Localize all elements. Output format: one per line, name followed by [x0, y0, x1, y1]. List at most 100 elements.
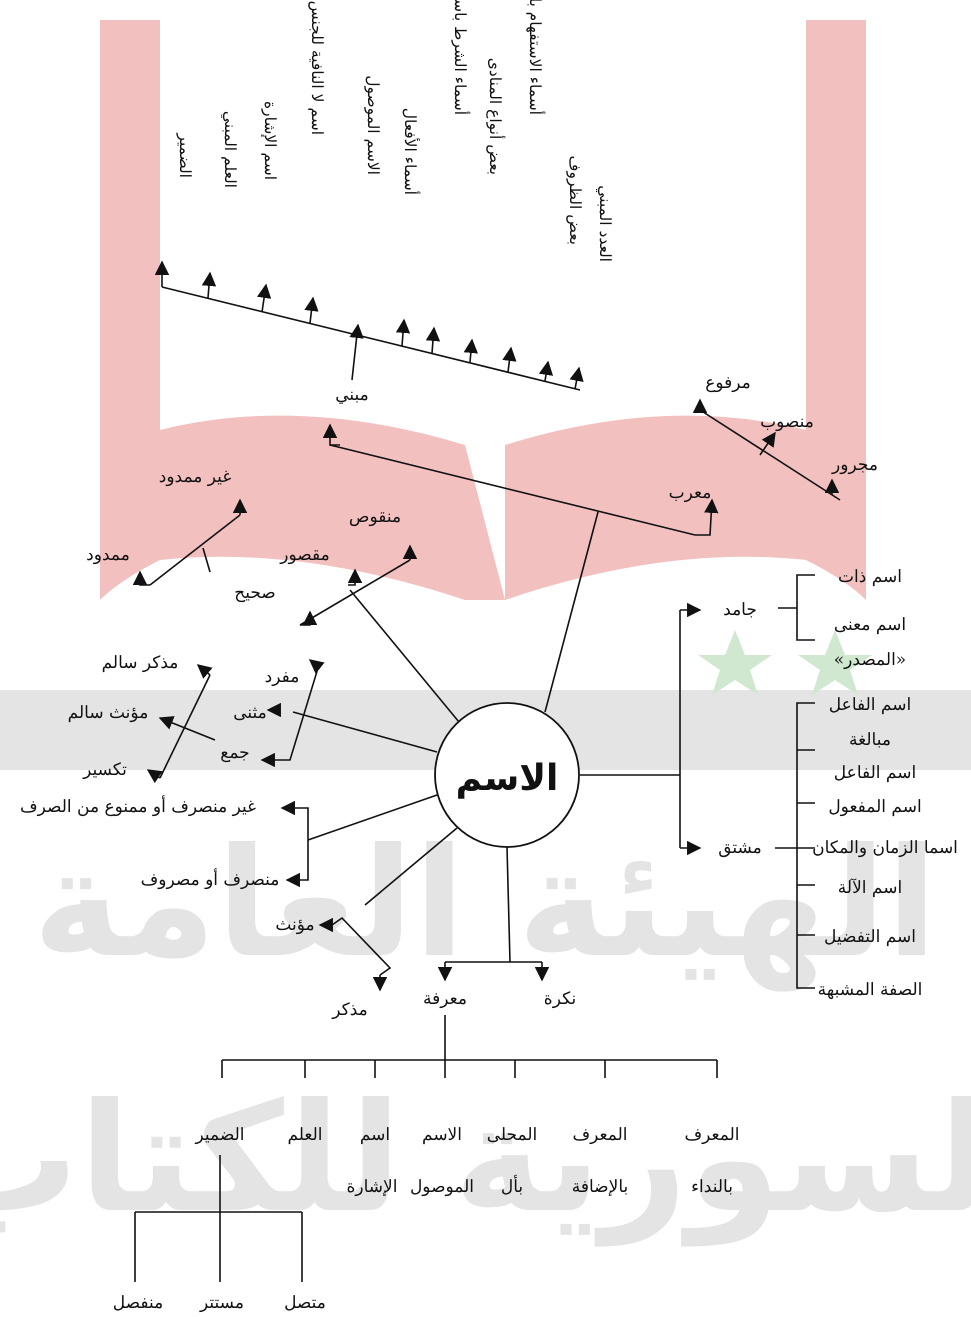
jam-type: مؤنث سالم: [68, 703, 149, 723]
jam-type: مذكر سالم: [102, 653, 179, 673]
connector-line: [364, 827, 458, 906]
connector-line: [146, 769, 163, 784]
marifa-type: المعرف: [573, 1125, 628, 1145]
mushtaq-item: اسم المفعول: [828, 797, 921, 817]
mabni-item: أسماء الشرط باستثناء «أي»: [451, 0, 471, 115]
marifa-type: المحلى: [487, 1125, 538, 1145]
mabni-item: بعض الظروف: [566, 155, 584, 245]
marifa-type: المعرف: [685, 1125, 740, 1145]
connector-line: [463, 338, 478, 363]
pronoun-type: مستتر: [199, 1293, 244, 1313]
marifa-type: بالنداء: [691, 1177, 733, 1197]
muarab-label: معرب: [669, 483, 712, 503]
connector-line: [292, 711, 438, 753]
watermark-text-1: الهيئة العامة: [33, 817, 938, 992]
connector-line: [759, 431, 776, 456]
connector-line: [506, 846, 511, 963]
connector-polyline: [159, 674, 211, 779]
connector-path: [505, 20, 866, 600]
connector-line: [329, 444, 696, 536]
munsarif-label: منصرف أو مصروف: [141, 868, 280, 890]
mudhakkar-label: مذكر: [331, 1000, 368, 1020]
nakira-label: نكرة: [544, 989, 576, 1009]
mabni-item: العلم المبني: [221, 111, 239, 188]
connector-line: [158, 716, 216, 741]
mabni-item: أسماء الأفعال: [401, 108, 421, 195]
connector-line: [425, 326, 441, 354]
pronoun-type: متصل: [284, 1293, 326, 1313]
connector-polyline: [132, 570, 150, 586]
connector-line: [308, 659, 325, 674]
watermark-text-2: السورية للكتاب: [0, 1072, 971, 1247]
connector-line: [544, 511, 599, 713]
connector-line: [201, 271, 217, 299]
mabni-items: الضمير العلم المبني اسم الإشارة اسم لا ا…: [176, 0, 614, 262]
connector-line: [502, 346, 517, 373]
mabni-item: اسم لا النافية للجنس في بعض الأحوال: [308, 0, 327, 135]
marifa-type: الموصول: [410, 1177, 474, 1197]
watermark-star: [698, 630, 772, 695]
jamid-item: اسم معنى: [834, 615, 906, 635]
watermark: الهيئة العامة السورية للكتاب: [0, 20, 971, 1247]
connector-line: [699, 409, 841, 501]
mushtaq-item: مبالغة: [849, 730, 891, 750]
sahih-item: منقوص: [349, 507, 401, 527]
connector-polyline: [796, 574, 815, 641]
mushtaq-item: اسم الفاعل: [834, 763, 916, 783]
ghayr-mamdud-label: غير ممدود: [159, 467, 232, 487]
connector-line: [256, 283, 272, 313]
jamid-item: «المصدر»: [834, 650, 906, 670]
connector-line: [307, 794, 438, 841]
mushtaq-item: اسم الفاعل: [829, 695, 911, 715]
connector-polygon: [798, 630, 872, 695]
ghayr-munsarif-label: غير منصرف أو ممنوع من الصرف: [20, 795, 256, 817]
connector-line: [569, 366, 584, 390]
mabni-item: الضمير: [176, 132, 194, 178]
center-title: الاسم: [456, 758, 559, 799]
connector-line: [196, 664, 213, 679]
jamid-item: اسم ذات: [838, 567, 902, 587]
marifa-type: الإشارة: [347, 1177, 398, 1197]
connector-line: [538, 360, 554, 382]
connector-polyline: [695, 498, 719, 536]
mabni-item: أسماء الاستفهام باستثناء «أي»: [526, 0, 546, 115]
mabni-item: العدد المبني: [596, 185, 614, 262]
connector-polyline: [322, 423, 340, 446]
mushtaq-item: اسما الزمان والمكان: [812, 838, 958, 858]
marifa-type: بالإضافة: [572, 1177, 628, 1197]
connector-line: [161, 286, 581, 391]
muthanna-label: مثنى: [233, 703, 267, 723]
connector-line: [395, 318, 411, 347]
connector-polyline: [796, 702, 815, 989]
marifa-label: معرفة: [423, 989, 467, 1009]
mabni-item: الاسم الموصول: [364, 75, 382, 175]
mushtaq-item: الصفة المشبهة: [818, 980, 923, 1000]
jam-type: تكسير: [82, 760, 127, 780]
pronoun-type: منفصل: [113, 1293, 163, 1313]
mushtaq-label: مشتق: [718, 838, 762, 858]
marifa-type: بأل: [501, 1174, 523, 1197]
connector-polyline: [331, 916, 392, 976]
mabni-label: مبني: [335, 385, 369, 405]
sahih-label: صحيح: [234, 583, 276, 603]
muarab-item: منصوب: [760, 412, 814, 432]
connector-line: [149, 514, 241, 586]
mushtaq-item: اسم الآلة: [838, 878, 902, 898]
mabni-item: اسم الإشارة: [261, 101, 279, 180]
connector-line: [349, 323, 364, 381]
connector-line: [202, 547, 211, 573]
marifa-types: المعرف بالنداء المعرف بالإضافة المحلى بأ…: [195, 1125, 740, 1197]
mamdud-label: ممدود: [86, 545, 130, 565]
mushtaq-item: اسم التفضيل: [824, 927, 916, 947]
mufrad-label: مفرد: [265, 667, 300, 687]
marifa-type: اسم: [360, 1125, 390, 1145]
connector-line: [349, 589, 460, 723]
connector-line: [304, 296, 319, 324]
connector-path: [490, 38, 796, 430]
muarab-item: مجرور: [831, 455, 878, 475]
connector-polyline: [347, 568, 363, 586]
jam-label: جمع: [220, 743, 249, 763]
muannath-label: مؤنث: [275, 915, 314, 935]
